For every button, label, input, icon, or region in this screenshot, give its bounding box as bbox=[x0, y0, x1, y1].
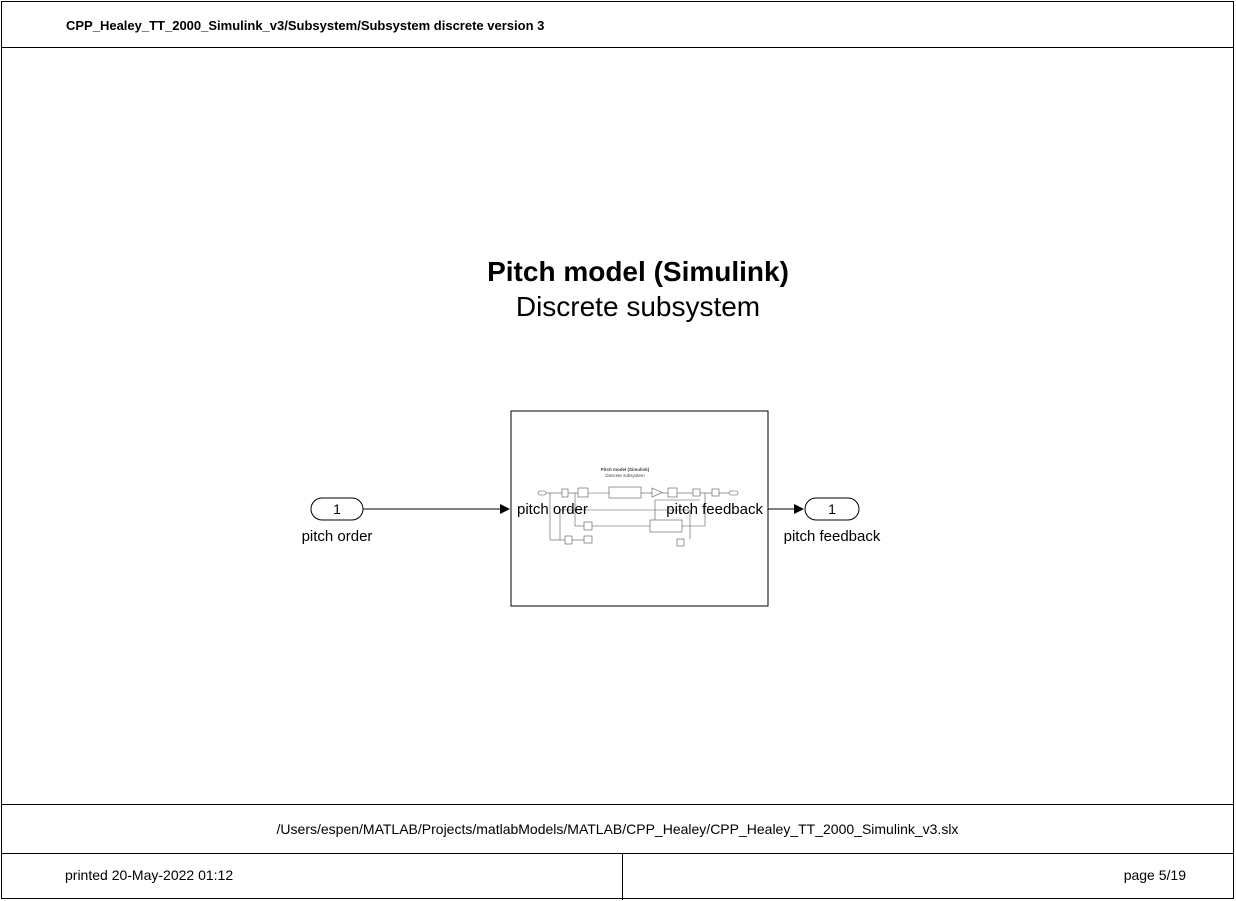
model-path-title: CPP_Healey_TT_2000_Simulink_v3/Subsystem… bbox=[66, 18, 545, 33]
diagram-title: Pitch model (Simulink) bbox=[487, 256, 789, 287]
footer-divider bbox=[622, 853, 623, 900]
subsystem-thumbnail: Pitch model (Simulink) Discrete subsyste… bbox=[537, 467, 739, 547]
footer-row: printed 20-May-2022 01:12 page 5/19 bbox=[2, 853, 1233, 900]
printed-date: printed 20-May-2022 01:12 bbox=[65, 867, 234, 883]
header-bar: CPP_Healey_TT_2000_Simulink_v3/Subsystem… bbox=[2, 2, 1233, 48]
subsystem-input-port-label: pitch order bbox=[517, 501, 588, 518]
file-path: /Users/espen/MATLAB/Projects/matlabModel… bbox=[276, 821, 959, 837]
inport-label: pitch order bbox=[302, 528, 373, 545]
outport-number: 1 bbox=[828, 501, 836, 517]
page-number: page 5/19 bbox=[1123, 867, 1186, 883]
outport-label: pitch feedback bbox=[784, 528, 881, 545]
subsystem-output-port-label: pitch feedback bbox=[666, 501, 763, 518]
diagram-subtitle: Discrete subsystem bbox=[516, 291, 760, 322]
thumbnail-title: Pitch model (Simulink) bbox=[601, 467, 650, 472]
inport-block[interactable]: 1 bbox=[310, 497, 364, 521]
subsystem-block[interactable]: Pitch model (Simulink) Discrete subsyste… bbox=[510, 410, 769, 607]
outport-block[interactable]: 1 bbox=[804, 497, 860, 521]
file-path-row: /Users/espen/MATLAB/Projects/matlabModel… bbox=[2, 804, 1233, 854]
thumbnail-subtitle: Discrete subsystem bbox=[605, 473, 645, 478]
inport-number: 1 bbox=[333, 501, 341, 517]
